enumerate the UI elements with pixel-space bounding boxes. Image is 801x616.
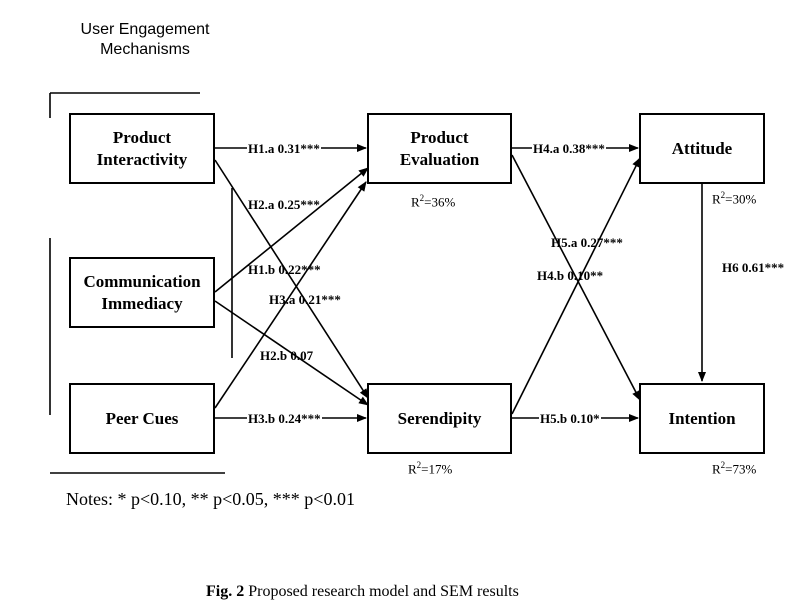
r2-prefix: R [408, 461, 417, 477]
r2-serendipity: R2=17% [408, 457, 452, 477]
box-communication-immediacy: Communication Immediacy [69, 257, 215, 328]
label-h5b: H5.b 0.10* [539, 411, 601, 427]
group-title-line2: Mechanisms [100, 41, 190, 58]
group-title: User Engagement Mechanisms [62, 20, 228, 60]
r2-value: =73% [725, 461, 757, 477]
caption-text: Proposed research model and SEM results [244, 583, 519, 600]
path-pi-serendipity [214, 159, 369, 399]
label-h3a: H3.a 0.21*** [269, 292, 341, 307]
group-title-line1: User Engagement [80, 21, 210, 38]
box-serendipity: Serendipity [367, 383, 512, 454]
r2-value: =17% [421, 461, 453, 477]
box-product-interactivity: Product Interactivity [69, 113, 215, 184]
r2-value: =36% [424, 194, 456, 210]
r2-product-evaluation: R2=36% [411, 190, 455, 210]
box-label-line: Communication [83, 271, 201, 291]
path-ci-product-eval [214, 167, 369, 293]
label-h5a: H5.a 0.27*** [551, 235, 623, 250]
figure-caption: Fig. 2 Proposed research model and SEM r… [206, 583, 519, 601]
significance-notes: Notes: * p<0.10, ** p<0.05, *** p<0.01 [66, 489, 355, 509]
box-label-line: Intention [668, 408, 736, 428]
box-label-line: Immediacy [101, 293, 183, 313]
box-label-line: Serendipity [397, 408, 482, 428]
r2-superscript: 2 [720, 460, 726, 470]
box-product-evaluation: Product Evaluation [367, 113, 512, 184]
r2-superscript: 2 [419, 193, 425, 203]
r2-value: =30% [725, 191, 757, 207]
r2-prefix: R [712, 461, 721, 477]
r2-prefix: R [712, 191, 721, 207]
box-attitude: Attitude [639, 113, 765, 184]
box-label-line: Attitude [671, 138, 733, 158]
caption-label: Fig. 2 [206, 583, 245, 600]
label-h2a: H2.a 0.25*** [248, 197, 320, 212]
label-h1b: H1.b 0.22*** [248, 262, 321, 277]
box-label-line: Product [112, 127, 172, 147]
r2-superscript: 2 [416, 460, 422, 470]
r2-intention: R2=73% [712, 457, 756, 477]
box-label-line: Peer Cues [105, 408, 179, 428]
r2-prefix: R [411, 194, 420, 210]
box-label-line: Interactivity [96, 149, 188, 169]
label-h6: H6 0.61*** [722, 260, 785, 275]
label-h4b: H4.b 0.10** [537, 268, 604, 283]
box-label-line: Product [410, 127, 469, 147]
r2-attitude: R2=30% [712, 187, 756, 207]
box-label-line: Evaluation [399, 149, 480, 169]
path-pe-intention [511, 154, 641, 401]
path-h2b [214, 300, 369, 406]
label-h2b: H2.b 0.07 [260, 348, 314, 363]
path-pc-product-eval [214, 181, 367, 409]
label-h4a: H4.a 0.38*** [532, 141, 606, 157]
label-h1a: H1.a 0.31*** [247, 141, 321, 157]
r2-superscript: 2 [720, 190, 726, 200]
box-intention: Intention [639, 383, 765, 454]
label-h3b: H3.b 0.24*** [247, 411, 322, 427]
box-peer-cues: Peer Cues [69, 383, 215, 454]
path-serendipity-attitude [511, 157, 641, 415]
